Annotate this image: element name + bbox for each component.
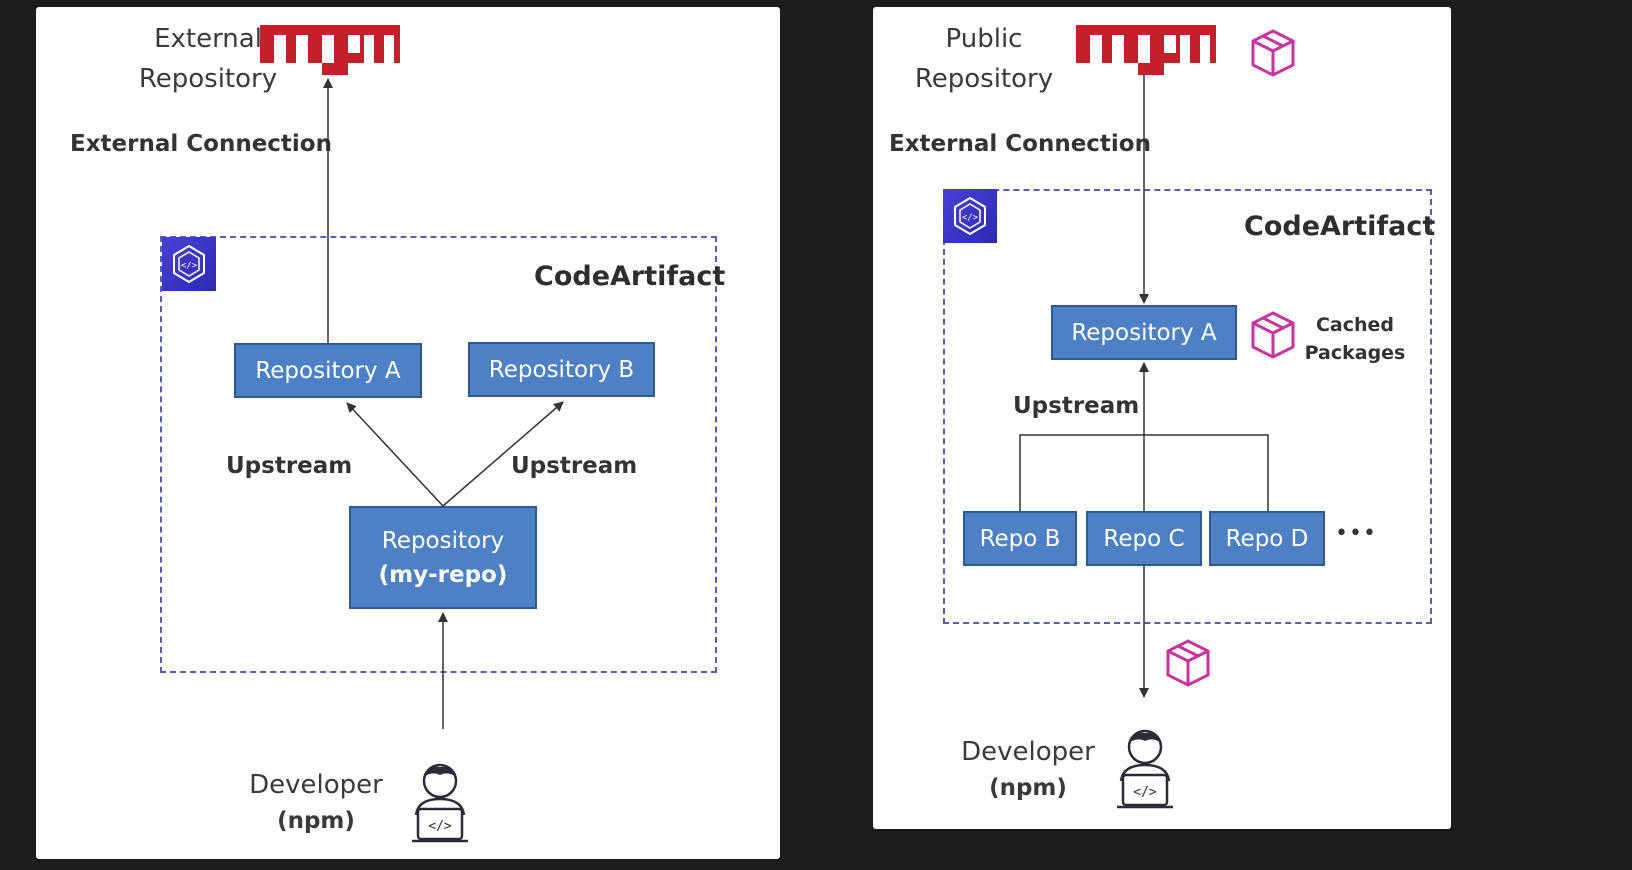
repository-b-box[interactable]: Repository B [468,342,655,397]
more-repos-ellipsis: ••• [1335,521,1377,546]
repo-d-label: Repo D [1225,525,1309,552]
upstream-bracket [1019,434,1269,511]
npm-logo [1076,25,1216,75]
repo-b-label: Repo B [979,525,1061,552]
codeartifact-title: CodeArtifact [1244,211,1436,242]
right-diagram-panel: Public Repository External Connection </… [873,7,1451,829]
my-repo-label: Repository [381,527,505,554]
repo-b-box[interactable]: Repo B [963,511,1077,566]
repository-b-label: Repository B [488,356,635,383]
developer-label: Developer [249,770,383,800]
left-connector-arrows [323,78,564,729]
package-icon [1251,29,1295,77]
repo-c-box[interactable]: Repo C [1086,511,1202,566]
upstream-right-label: Upstream [511,453,638,479]
repo-d-box[interactable]: Repo D [1209,511,1325,566]
svg-text:</>: </> [428,819,452,834]
left-diagram-panel: External Repository External Connection … [36,7,780,859]
codeartifact-boundary [160,236,717,673]
package-icon [1166,639,1210,687]
developer-label-block: Developer (npm) [236,767,396,839]
upstream-label: Upstream [1013,393,1140,419]
upstream-left-label: Upstream [226,453,353,479]
developer-icon: </> [412,763,468,843]
npm-logo [260,25,400,75]
repository-a-label: Repository A [255,357,401,384]
my-repo-sublabel: (my-repo) [378,561,508,588]
upstream-arrow-to-b [442,401,564,507]
public-repository-label: Public Repository [914,24,1054,94]
svg-text:</>: </> [181,261,198,271]
my-repo-box[interactable]: Repository (my-repo) [349,506,537,609]
codeartifact-title: CodeArtifact [534,261,726,292]
developer-label: Developer [961,737,1095,767]
repository-a-box[interactable]: Repository A [1051,305,1237,360]
external-connection-label: External Connection [70,131,332,157]
upstream-arrow-to-a [346,402,444,507]
repo-c-label: Repo C [1103,525,1185,552]
svg-text:</>: </> [962,213,979,223]
codeartifact-boundary [943,189,1432,624]
svg-text:</>: </> [1133,785,1157,800]
developer-sublabel: (npm) [989,775,1067,801]
developer-sublabel: (npm) [277,808,355,834]
repository-a-label: Repository A [1071,319,1217,346]
codeartifact-icon: </> [162,237,216,291]
external-repository-label: External Repository [138,24,278,94]
developer-icon: </> [1117,729,1173,809]
developer-label-block: Developer (npm) [953,734,1103,806]
repository-a-box[interactable]: Repository A [234,343,422,398]
package-icon [1251,311,1295,359]
external-connection-label: External Connection [889,131,1151,157]
codeartifact-icon: </> [943,189,997,243]
right-connector-arrows [1019,75,1269,698]
cached-packages-label: Cached Packages [1304,314,1406,364]
